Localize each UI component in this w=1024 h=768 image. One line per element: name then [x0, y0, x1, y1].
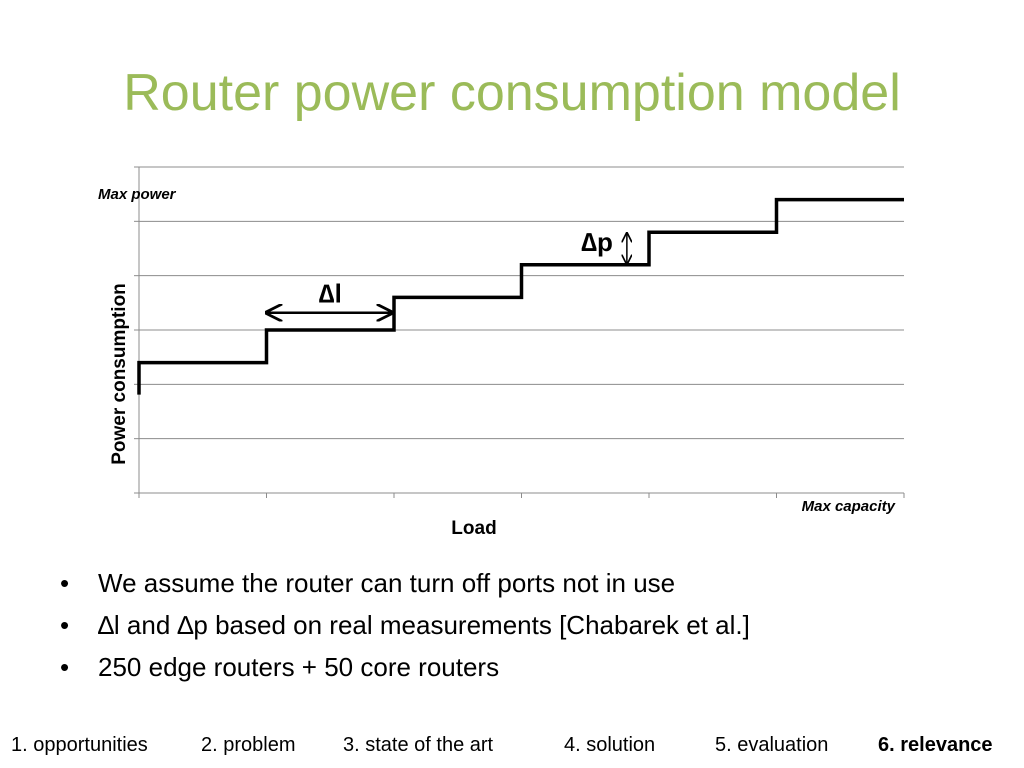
nav-item-opportunities[interactable]: 1. opportunities [11, 734, 148, 756]
bullet-item: We assume the router can turn off ports … [60, 562, 750, 604]
delta-p-label: ∆p [581, 227, 613, 257]
delta-l-label: ∆l [319, 279, 342, 309]
bullet-item: ∆l and ∆p based on real measurements [Ch… [60, 604, 750, 646]
step-chart: ∆l ∆p Power consumption Load Max power Ma… [98, 166, 905, 539]
y-axis-label: Power consumption [109, 283, 130, 465]
chart-annotations: ∆l ∆p [267, 227, 627, 313]
nav-item-evaluation[interactable]: 5. evaluation [715, 734, 829, 756]
chart-gridlines [139, 166, 904, 440]
nav-item-solution[interactable]: 4. solution [564, 734, 656, 756]
nav-item-problem[interactable]: 2. problem [201, 734, 296, 756]
bullet-list: We assume the router can turn off ports … [60, 562, 750, 688]
x-axis-label: Load [451, 518, 496, 539]
chart-axes [134, 166, 905, 498]
bullet-item: 250 edge routers + 50 core routers [60, 646, 750, 688]
section-nav: 1. opportunities 2. problem 3. state of … [0, 734, 1024, 764]
chart-series [137, 197, 904, 395]
power-step-line [137, 197, 904, 395]
max-capacity-label: Max capacity [802, 498, 896, 515]
max-power-label: Max power [98, 186, 177, 203]
nav-item-state-of-the-art[interactable]: 3. state of the art [343, 734, 494, 756]
slide-title: Router power consumption model [123, 64, 901, 122]
nav-item-relevance[interactable]: 6. relevance [878, 734, 993, 756]
